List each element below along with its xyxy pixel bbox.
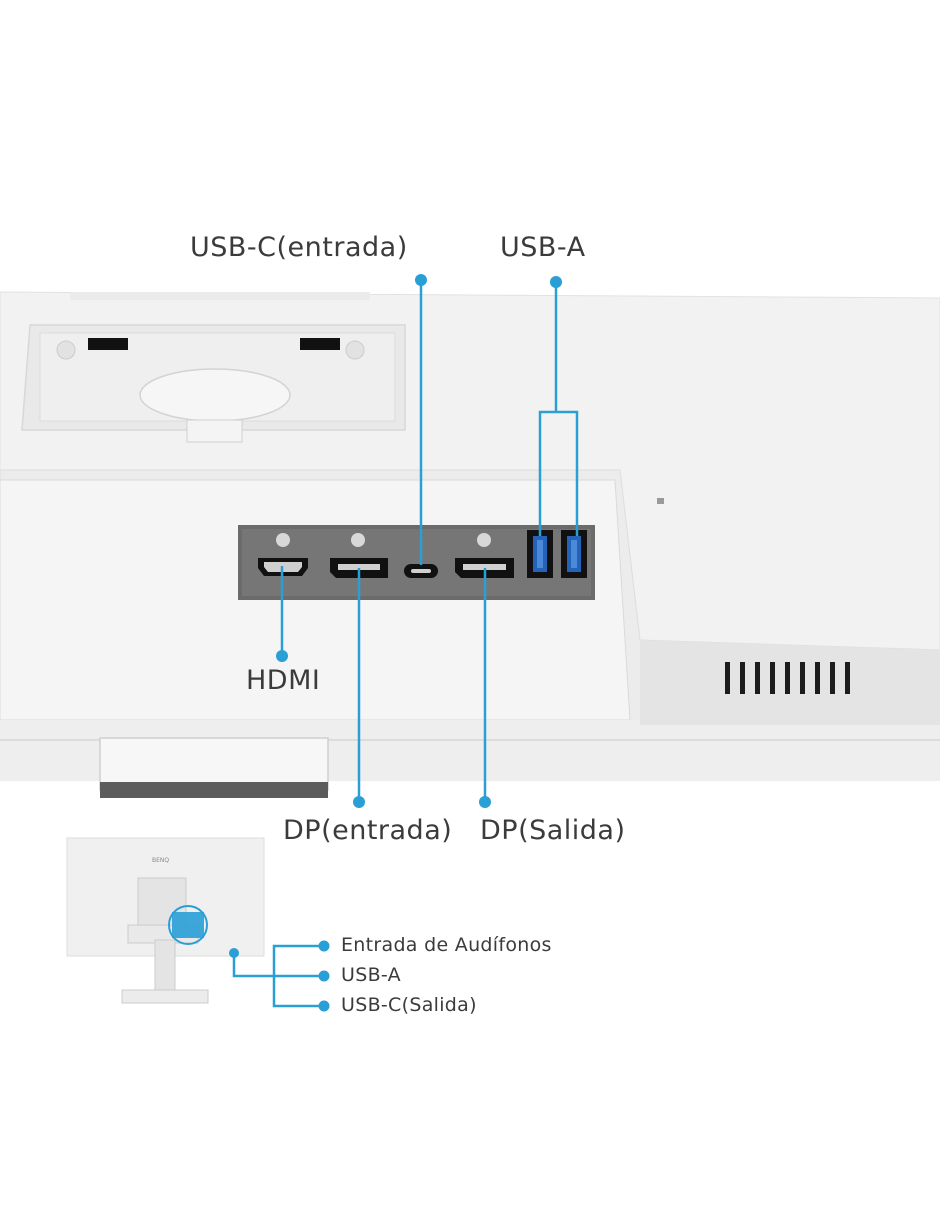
vent-grille <box>725 662 850 694</box>
vesa-slot-right <box>300 338 340 350</box>
vesa-slot-left <box>88 338 128 350</box>
label-usb-c-in: USB-C(entrada) <box>190 232 408 263</box>
label-usb-c-out: USB-C(Salida) <box>341 994 477 1016</box>
label-dp-out: DP(Salida) <box>480 815 626 846</box>
usb-a-port-1 <box>527 530 553 578</box>
label-headphone: Entrada de Audífonos <box>341 934 552 956</box>
callout-lines <box>280 280 579 800</box>
label-usb-a-top: USB-A <box>500 232 586 263</box>
inset-monitor <box>66 837 265 1004</box>
usb-a-port-2 <box>561 530 587 578</box>
stand-pivot <box>139 368 291 422</box>
label-side-usb-a: USB-A <box>341 964 401 986</box>
callout-dots <box>276 274 562 808</box>
usb-c-in-port <box>404 564 438 578</box>
side-callout-lines <box>232 944 324 1008</box>
label-hdmi: HDMI <box>246 665 321 696</box>
inset-brand-text: BENQ <box>152 857 169 864</box>
label-dp-in: DP(entrada) <box>283 815 453 846</box>
